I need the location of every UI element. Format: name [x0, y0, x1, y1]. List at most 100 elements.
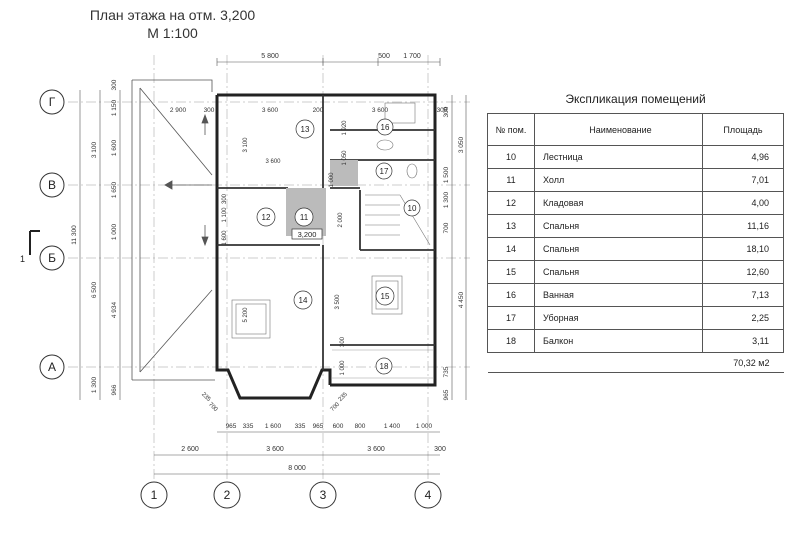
svg-text:300: 300 — [434, 446, 446, 453]
axis-marker-row-g: Г — [39, 89, 65, 115]
room-tag-17: 17 — [375, 162, 393, 180]
svg-text:1 000: 1 000 — [111, 223, 118, 240]
title-line-scale: М 1:100 — [147, 25, 198, 41]
svg-text:3 600: 3 600 — [266, 446, 284, 453]
room-number: 11 — [487, 168, 535, 192]
svg-text:3 100: 3 100 — [91, 141, 98, 158]
svg-text:335: 335 — [243, 423, 254, 430]
row-axis-markers: Г В Б А — [39, 89, 65, 380]
svg-text:235: 235 — [200, 392, 212, 404]
top-inner-dimension-labels: 2 900 300 3 600 200 3 600 300 — [170, 107, 448, 114]
svg-text:300: 300 — [340, 336, 346, 347]
room-number: 14 — [487, 237, 535, 261]
balcony-rail — [332, 349, 433, 379]
svg-text:965: 965 — [443, 389, 450, 400]
svg-text:800: 800 — [355, 423, 366, 430]
svg-text:13: 13 — [301, 125, 310, 134]
svg-text:Б: Б — [48, 251, 56, 265]
svg-text:1 150: 1 150 — [111, 99, 118, 116]
svg-text:3 600: 3 600 — [367, 446, 385, 453]
level-mark: 3,200 — [298, 230, 317, 239]
svg-text:2 600: 2 600 — [181, 446, 199, 453]
svg-text:3 600: 3 600 — [262, 107, 279, 114]
dimension-lines — [79, 58, 467, 475]
left-dimension-labels: 11 300 3 100 6 500 1 300 300 1 150 1 600… — [71, 79, 118, 395]
room-tag-12: 12 — [256, 207, 276, 227]
svg-text:965: 965 — [313, 423, 324, 430]
svg-text:11: 11 — [300, 213, 309, 222]
room-name: Спальня — [534, 237, 703, 261]
roof-below — [131, 79, 215, 381]
room-name: Ванная — [534, 283, 703, 307]
svg-text:12: 12 — [262, 213, 271, 222]
room-name: Лестница — [534, 145, 703, 169]
room-area: 4,96 — [702, 145, 784, 169]
axis-marker-col-3: 3 — [309, 481, 337, 509]
svg-text:3 050: 3 050 — [458, 136, 465, 153]
room-tag-18: 18 — [375, 357, 393, 375]
room-explication: Экспликация помещений № пом. Наименовани… — [487, 85, 784, 373]
svg-text:2 900: 2 900 — [170, 107, 187, 114]
svg-text:966: 966 — [111, 384, 118, 395]
svg-text:1 600: 1 600 — [111, 139, 118, 156]
section-mark-label: 1 — [20, 254, 25, 264]
axis-marker-row-a: А — [39, 354, 65, 380]
room-tag-11: 11 — [294, 207, 314, 227]
room-number: 13 — [487, 214, 535, 238]
svg-text:335: 335 — [295, 423, 306, 430]
room-number: 12 — [487, 191, 535, 215]
room-area: 3,11 — [702, 329, 784, 353]
room-area: 18,10 — [702, 237, 784, 261]
svg-text:4: 4 — [425, 488, 432, 502]
room-name: Спальня — [534, 260, 703, 284]
bottom-total-dimension: 8 000 — [288, 465, 306, 472]
svg-text:965: 965 — [226, 423, 237, 430]
room-name: Кладовая — [534, 191, 703, 215]
svg-text:500: 500 — [378, 53, 390, 60]
svg-text:14: 14 — [299, 296, 308, 305]
svg-text:2 000: 2 000 — [338, 212, 344, 228]
svg-text:1 400: 1 400 — [384, 423, 401, 430]
header-room-number: № пом. — [487, 113, 535, 146]
column-axis-markers: 1 2 3 4 — [140, 481, 442, 509]
svg-text:235: 235 — [338, 391, 350, 403]
svg-text:5 800: 5 800 — [261, 53, 279, 60]
svg-text:4 450: 4 450 — [458, 291, 465, 308]
svg-text:3 100: 3 100 — [243, 137, 249, 153]
svg-text:1 300: 1 300 — [443, 191, 450, 208]
svg-text:1 600: 1 600 — [265, 423, 282, 430]
axis-marker-col-4: 4 — [414, 481, 442, 509]
svg-text:11 300: 11 300 — [71, 225, 78, 245]
svg-text:1 000: 1 000 — [329, 172, 335, 188]
room-area: 12,60 — [702, 260, 784, 284]
svg-text:6 500: 6 500 — [91, 281, 98, 298]
svg-text:3 600: 3 600 — [372, 107, 389, 114]
room-tag-10: 10 — [403, 199, 421, 217]
exterior-walls — [215, 93, 437, 400]
bottom-dimension-labels-row2: 2 600 3 600 3 600 300 — [181, 446, 446, 453]
svg-text:1 000: 1 000 — [340, 360, 346, 376]
svg-text:18: 18 — [380, 362, 389, 371]
top-dimension-labels: 5 800 500 1 700 — [261, 53, 421, 60]
svg-text:3 500: 3 500 — [335, 294, 341, 310]
interior-dimension-labels: 3 100 3 600 1 920 1 050 1 000 2 000 5 20… — [200, 120, 349, 414]
room-number: 16 — [487, 283, 535, 307]
svg-text:700: 700 — [443, 222, 450, 233]
svg-text:17: 17 — [380, 167, 389, 176]
svg-text:200: 200 — [313, 107, 324, 114]
svg-text:700: 700 — [207, 402, 219, 414]
interior-walls — [217, 95, 435, 370]
svg-text:1 100: 1 100 — [222, 207, 228, 223]
svg-text:5 200: 5 200 — [243, 307, 249, 323]
svg-text:В: В — [48, 178, 56, 192]
svg-text:1 050: 1 050 — [342, 150, 348, 166]
room-number: 18 — [487, 329, 535, 353]
room-name: Спальня — [534, 214, 703, 238]
